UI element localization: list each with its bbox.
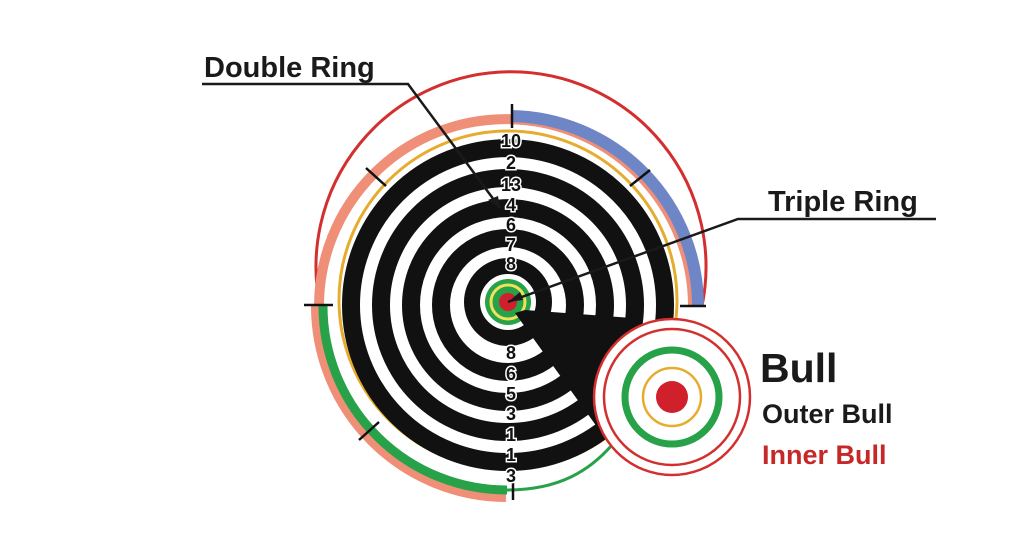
salmon-ring-lower	[311, 305, 507, 502]
triple-ring-arrowhead	[508, 292, 523, 302]
band-2-upper	[372, 169, 644, 306]
upper-ring-number-2: 13	[501, 175, 521, 195]
segment-tick-topleft	[365, 167, 387, 187]
triple-ring-leader	[507, 217, 936, 304]
bull-zoom	[592, 317, 752, 477]
zoom-green-ring	[621, 346, 723, 448]
outer-rings	[304, 70, 708, 502]
leader-lines	[202, 82, 936, 304]
band-2-lower	[372, 305, 644, 441]
zoom-inner-bull	[656, 381, 688, 413]
double-ring-arrowhead	[488, 196, 500, 208]
scoring-bands	[342, 139, 674, 471]
upper-ring-number-4: 6	[506, 215, 516, 235]
band-3-lower	[402, 305, 614, 411]
outer-bull-label: Outer Bull	[762, 399, 893, 429]
lower-ring-number-5: 1	[506, 445, 516, 465]
inner-bull-label: Inner Bull	[762, 440, 887, 470]
band-3-upper	[402, 199, 614, 306]
band-5	[464, 258, 552, 346]
band-4-lower	[432, 305, 584, 381]
lower-ring-number-0: 8	[506, 343, 516, 363]
green-ring-tail	[506, 444, 614, 492]
blue-ring-upper	[510, 110, 704, 307]
upper-ring-number-1: 2	[506, 153, 516, 173]
lower-ring-number-1: 6	[506, 364, 516, 384]
zoom-red-ring	[602, 327, 742, 467]
lower-ring-number-2: 5	[506, 384, 516, 404]
triple-ring-label: Triple Ring	[768, 186, 918, 218]
center-gold-ring	[489, 283, 527, 321]
outer-red-ring	[314, 70, 708, 307]
double-ring-label: Double Ring	[204, 52, 375, 84]
segment-tick-bottomleft	[358, 421, 380, 441]
band-1-lower	[342, 305, 674, 471]
band-4-upper	[432, 229, 584, 306]
double-ring-leader	[202, 82, 502, 209]
lower-ring-number-4: 1	[506, 425, 516, 445]
lower-ring-number-3: 3	[506, 404, 516, 424]
zoom-gold-ring	[641, 366, 703, 428]
segment-tick-topright	[629, 169, 651, 187]
upper-ring-number-6: 8	[506, 254, 516, 274]
upper-ring-number-0: 10	[501, 131, 521, 151]
band-1-upper	[342, 139, 674, 306]
upper-ring-number-5: 7	[506, 235, 516, 255]
bull-label: Bull	[760, 345, 838, 391]
green-ring-lower	[318, 305, 508, 495]
upper-ring-number-3: 4	[506, 195, 516, 215]
lower-ring-number-6: 3	[506, 466, 516, 486]
